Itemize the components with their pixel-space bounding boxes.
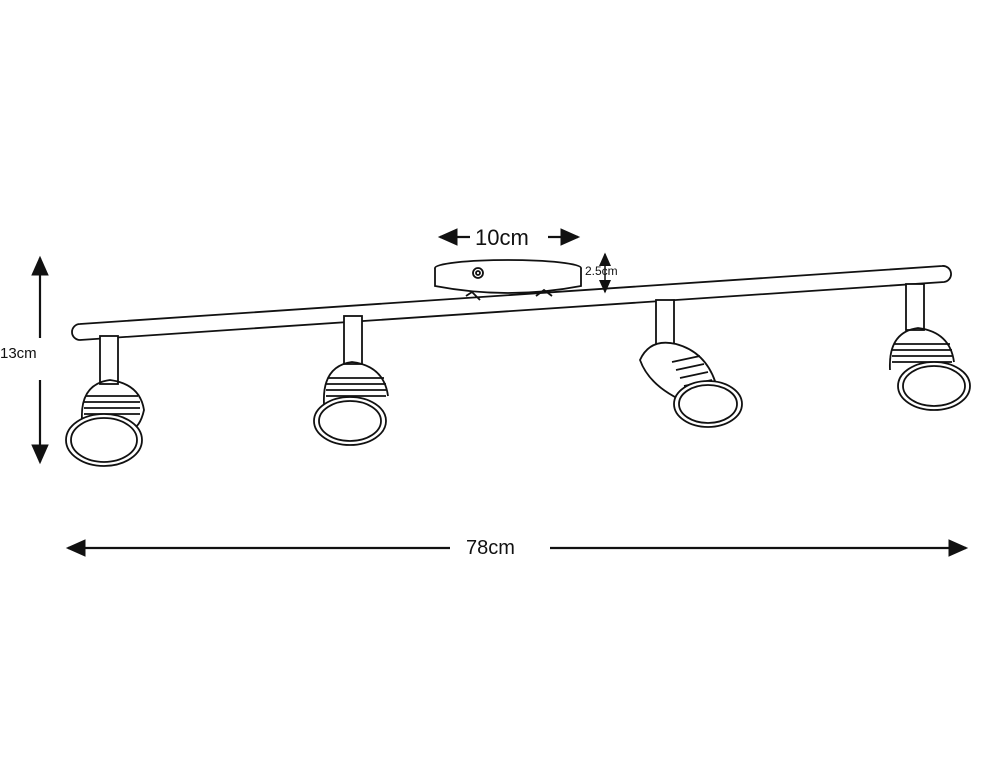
- height-label: 13cm: [0, 345, 37, 362]
- spotlight-1: [65, 335, 145, 467]
- spotlight-3: [639, 299, 743, 428]
- length-label: 78cm: [466, 537, 515, 560]
- track-bar: [71, 265, 952, 341]
- mount-height-label: 2.5cm: [585, 264, 618, 278]
- ceiling-mount: [434, 259, 582, 301]
- spotlight-4: [889, 283, 971, 411]
- spotlight-2: [313, 315, 389, 446]
- mount-width-label: 10cm: [475, 225, 529, 251]
